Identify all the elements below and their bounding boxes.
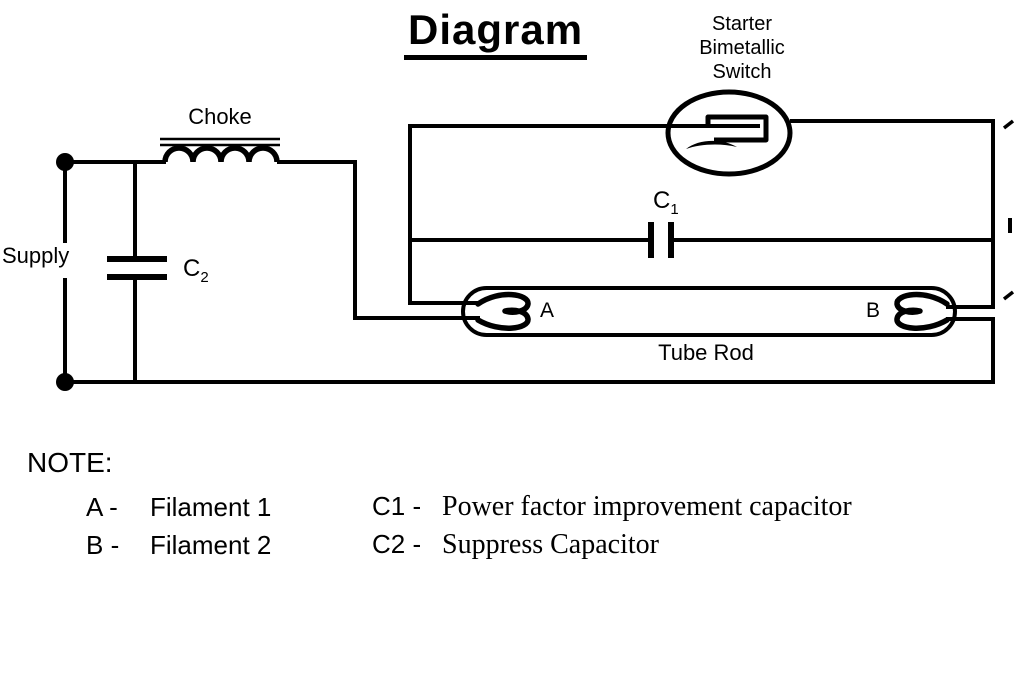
supply-label: Supply — [2, 243, 70, 268]
note-item-a-key: A - — [86, 492, 118, 522]
note-item-c2-desc: Suppress Capacitor — [442, 529, 659, 560]
note-item-b-key: B - — [86, 530, 120, 560]
wire-bottom-return — [65, 317, 995, 384]
note-item-a: A - Filament 1 — [86, 492, 271, 523]
starter-switch-icon — [665, 89, 793, 177]
choke-inductor-icon — [160, 137, 280, 163]
supply-rail — [56, 153, 74, 391]
page-title: Diagram — [404, 6, 588, 60]
note-item-c1-key: C1 - — [372, 491, 422, 521]
note-item-c2-key: C2 - — [372, 529, 422, 559]
edge-artifact-marks — [1002, 119, 1015, 301]
filament-b-icon — [894, 291, 950, 331]
filament-a-icon — [475, 291, 531, 331]
note-item-a-desc: Filament 1 — [150, 492, 272, 522]
note-heading: NOTE: — [27, 447, 113, 478]
capacitor-c1-icon — [648, 222, 674, 258]
wire-choke-to-filament-a — [277, 160, 480, 320]
note-item-b-desc: Filament 2 — [150, 530, 272, 560]
capacitor-c2-label: C2 — [183, 255, 209, 286]
tube-rod-label: Tube Rod — [658, 340, 754, 365]
note-item-b: B - Filament 2 — [86, 530, 271, 561]
note-item-c2: C2 - Suppress Capacitor — [372, 529, 659, 561]
note-item-c1-desc: Power factor improvement capacitor — [442, 491, 852, 522]
choke-label: Choke — [188, 104, 252, 129]
starter-switch-label: Starter Bimetallic Switch — [699, 13, 785, 83]
note-item-c1: C1 - Power factor improvement capacitor — [372, 491, 852, 523]
capacitor-c2-icon — [107, 162, 167, 382]
wire-starter-right-branch — [790, 119, 995, 309]
tube-rod-icon — [461, 286, 957, 337]
capacitor-c1-label: C1 — [653, 187, 679, 218]
filament-a-label: A — [540, 299, 555, 322]
filament-b-label: B — [866, 299, 881, 322]
wire-starter-left-branch — [408, 124, 760, 305]
